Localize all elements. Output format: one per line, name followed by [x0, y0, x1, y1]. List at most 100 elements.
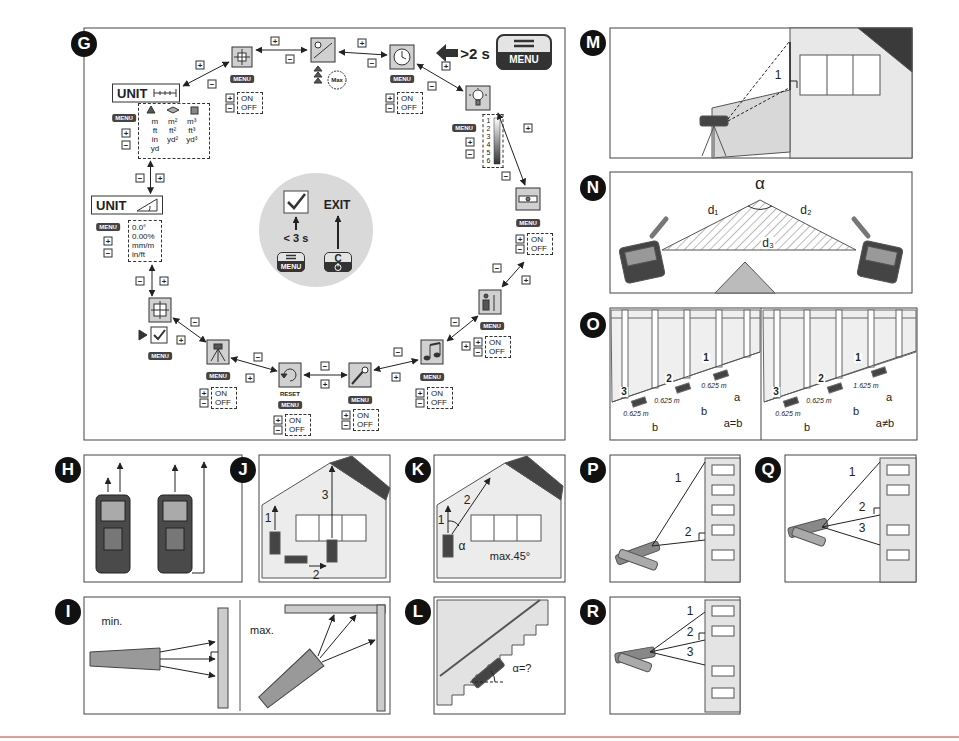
- unit-header: UNIT: [91, 196, 163, 215]
- plus-minus-key: +: [226, 94, 235, 103]
- unit-table: m ft in ydm² ft² yd²m³ ft³ yd³: [138, 103, 210, 159]
- menu-key-label: MENU: [390, 75, 414, 83]
- plus-minus-key: −: [428, 82, 437, 91]
- plus-minus-key: −: [200, 399, 209, 408]
- menu-hub-art-part: [324, 252, 352, 272]
- range-scene-part: [377, 605, 385, 711]
- menu-icon-part: [218, 349, 225, 361]
- menu-button-art-part: [514, 45, 534, 48]
- menu-icon-part: [214, 344, 222, 349]
- menu-icon-part: [279, 363, 301, 387]
- wall-stud-scene-part: [713, 370, 728, 380]
- menu-ring-arrow-part: [152, 265, 153, 296]
- house-angle-scene-part: [452, 478, 490, 534]
- menu-icon-part: [281, 374, 287, 378]
- callout-number: 2: [817, 374, 825, 384]
- menu-icon-part: [478, 88, 479, 89]
- panel-frame-part: [610, 28, 912, 158]
- menu-icon-part: [191, 107, 198, 114]
- angle-unit-options: 0.0° 0.00% mm/m in/ft: [128, 220, 162, 262]
- menu-hub-art: [259, 173, 373, 287]
- callout-number: d₁: [708, 204, 719, 216]
- device-reference-scene-part: [158, 495, 192, 573]
- plus-minus-key: −: [254, 353, 263, 362]
- range-scene-part: [160, 666, 215, 676]
- plus-minus-key: −: [321, 362, 330, 371]
- menu-icon-part: [430, 343, 440, 345]
- facade-scene-part: [699, 633, 705, 640]
- callout-number: 1: [265, 512, 272, 524]
- plus-minus-key: −: [493, 264, 502, 273]
- node-text: EXIT: [324, 198, 351, 212]
- menu-hub-art-part: [337, 216, 339, 249]
- callout-number: 1: [675, 472, 682, 484]
- plus-minus-key: +: [462, 342, 471, 351]
- on-off-box: ONOFF: [353, 409, 379, 431]
- menu-hub-art-part: [284, 191, 308, 213]
- panel-badge: I: [55, 599, 81, 625]
- node-text: OFF: [489, 347, 505, 356]
- panel-frame-part: [610, 597, 740, 714]
- plus-minus-key: +: [466, 138, 475, 147]
- house-corner-scene-part: [714, 126, 715, 157]
- callout-number: 3: [859, 522, 866, 534]
- hold-time-label: >2 s: [460, 46, 490, 61]
- menu-icon-part: [154, 89, 155, 97]
- facade-scene-part: [887, 465, 909, 475]
- node-text: m ft in yd: [151, 117, 159, 153]
- node-text: K: [412, 460, 424, 480]
- callout-number: 3: [620, 387, 628, 397]
- range-scene-part: [90, 648, 160, 670]
- menu-icon-part: [314, 43, 332, 58]
- menu-ring-arrow: [152, 50, 525, 375]
- range-scene-part: [256, 649, 324, 711]
- range-scene-part: [218, 608, 228, 708]
- facade-scene-part: [712, 550, 734, 560]
- facade-scene-part: [705, 600, 740, 712]
- panel-frame-part: [434, 455, 565, 582]
- device-reference-scene-part: [166, 528, 184, 550]
- plus-minus-key: +: [246, 374, 255, 383]
- dimension-label: 0.625 m: [654, 397, 679, 404]
- house-height-scene-part: [285, 556, 307, 563]
- plus-minus-key: −: [342, 421, 351, 430]
- house-angle-scene: [437, 456, 563, 578]
- facade-scene-part: [712, 606, 734, 616]
- house-height-scene: [262, 456, 390, 578]
- menu-icon-part: [211, 349, 218, 361]
- wall-stud-scene-part: [744, 310, 750, 357]
- menu-button-art-part: [436, 44, 458, 62]
- wall-stud-scene-part: [622, 310, 628, 398]
- menu-key-label: MENU: [96, 223, 120, 231]
- house-height-scene-part: [342, 515, 343, 541]
- node-text: OFF: [215, 398, 231, 407]
- callout-number: 1: [854, 353, 862, 363]
- staircase-scene: [437, 600, 548, 705]
- menu-icon: [137, 38, 540, 387]
- plus-minus-key: +: [442, 62, 451, 71]
- node-text: O: [586, 315, 599, 335]
- node-text: I: [66, 602, 71, 622]
- distance-label: max.45°: [490, 551, 530, 562]
- wall-stud-scene-part: [774, 310, 780, 398]
- facade-scene-part: [712, 666, 734, 676]
- house-angle-scene-part: [471, 515, 541, 541]
- range-scene-part: [318, 615, 334, 656]
- wall-stud-scene-part: [612, 352, 760, 402]
- house-corner-scene-part: [728, 88, 789, 121]
- range-scene-part: [211, 652, 218, 659]
- menu-icon-part: [466, 86, 490, 110]
- menu-icon-part: [165, 91, 166, 95]
- distance-label: min.: [102, 616, 123, 627]
- menu-icon-part: [328, 71, 346, 89]
- device-reference-scene-part: [96, 495, 130, 573]
- wall-stud-scene-part: [675, 383, 690, 393]
- house-corner-scene-part: [800, 55, 880, 95]
- node-text: J: [238, 460, 247, 480]
- wall-stud-scene-part: [631, 397, 646, 407]
- menu-key-label: MENU: [480, 322, 504, 330]
- callout-number: 2: [464, 494, 471, 506]
- triangle-scene: [619, 200, 904, 293]
- distance-label: a=b: [724, 418, 743, 429]
